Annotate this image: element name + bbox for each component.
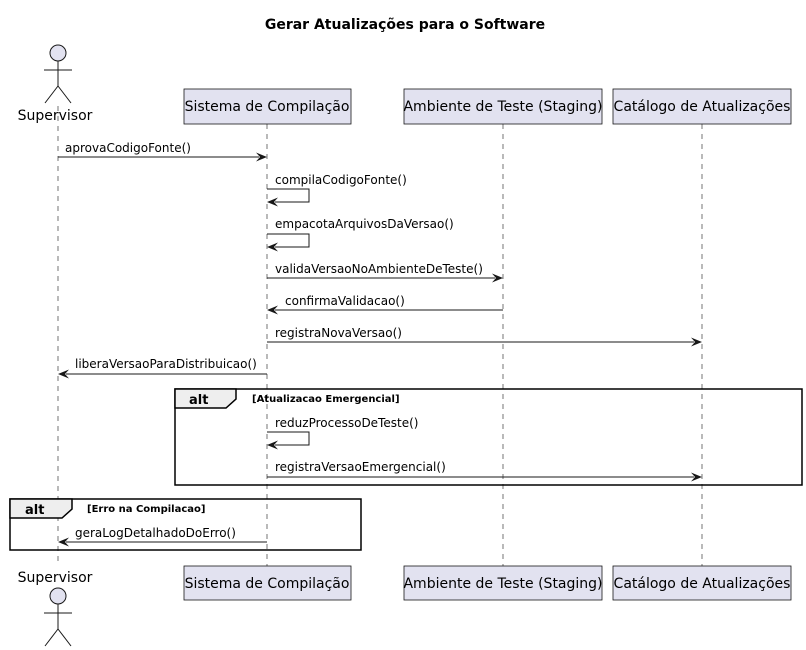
- participant-sistema-compilacao-top: Sistema de Compilação: [183, 88, 352, 125]
- fragment-condition: [Atualizacao Emergencial]: [252, 394, 400, 405]
- message-label: aprovaCodigoFonte(): [65, 141, 191, 155]
- message-empacota-arquivos: empacotaArquivosDaVersao(): [267, 217, 454, 252]
- message-label: registraVersaoEmergencial(): [275, 460, 446, 474]
- arrow-head: [256, 152, 267, 162]
- participant-catalogo-atualizacoes-bottom: Catálogo de Atualizações: [612, 565, 792, 601]
- actor-supervisor-top: Supervisor: [18, 44, 93, 124]
- fragment-alt-atualizacao-emergencial: alt [Atualizacao Emergencial]: [174, 388, 803, 486]
- fragment-tab: [174, 388, 237, 409]
- message-label: liberaVersaoParaDistribuicao(): [75, 357, 257, 371]
- message-compila-codigo-fonte: compilaCodigoFonte(): [267, 173, 407, 207]
- actor-icon: [44, 587, 72, 647]
- fragment-keyword: alt: [189, 393, 208, 408]
- participant-label: Sistema de Compilação: [185, 99, 350, 115]
- arrow-head: [267, 197, 278, 207]
- arrow-head: [58, 369, 69, 379]
- arrow-head: [691, 337, 702, 347]
- arrow-head: [492, 273, 503, 283]
- message-label: compilaCodigoFonte(): [275, 173, 407, 187]
- diagram-title: Gerar Atualizações para o Software: [265, 17, 545, 33]
- message-reduz-processo-teste: reduzProcessoDeTeste(): [267, 416, 418, 450]
- participant-label: Catálogo de Atualizações: [614, 99, 791, 115]
- message-label: empacotaArquivosDaVersao(): [275, 217, 454, 231]
- actor-icon: [44, 44, 72, 104]
- arrow-head: [58, 537, 69, 547]
- participant-ambiente-teste-top: Ambiente de Teste (Staging): [403, 88, 603, 125]
- participant-label: Ambiente de Teste (Staging): [403, 576, 602, 592]
- fragment-tab: [9, 498, 73, 519]
- message-confirma-validacao: confirmaValidacao(): [267, 294, 503, 315]
- message-label: confirmaValidacao(): [285, 294, 405, 308]
- actor-label-top: Supervisor: [18, 108, 93, 124]
- fragment-keyword: alt: [25, 503, 44, 518]
- message-registra-nova-versao: registraNovaVersao(): [267, 326, 702, 347]
- message-label: validaVersaoNoAmbienteDeTeste(): [275, 262, 483, 276]
- arrow-head: [267, 242, 278, 252]
- actor-supervisor-bottom: Supervisor: [18, 570, 93, 647]
- message-registra-versao-emergencial: registraVersaoEmergencial(): [267, 460, 702, 482]
- message-aprova-codigo-fonte: aprovaCodigoFonte(): [58, 141, 267, 162]
- arrow-head: [267, 440, 278, 450]
- fragment-condition: [Erro na Compilacao]: [87, 504, 205, 515]
- message-label: reduzProcessoDeTeste(): [275, 416, 418, 430]
- message-valida-versao: validaVersaoNoAmbienteDeTeste(): [267, 262, 503, 283]
- message-label: geraLogDetalhadoDoErro(): [75, 526, 236, 540]
- participant-label: Ambiente de Teste (Staging): [403, 99, 602, 115]
- message-label: registraNovaVersao(): [275, 326, 402, 340]
- arrow-head: [691, 472, 702, 482]
- participant-label: Sistema de Compilação: [185, 576, 350, 592]
- participant-label: Catálogo de Atualizações: [614, 576, 791, 592]
- participant-catalogo-atualizacoes-top: Catálogo de Atualizações: [612, 88, 792, 125]
- participant-sistema-compilacao-bottom: Sistema de Compilação: [183, 565, 352, 601]
- actor-label-bottom: Supervisor: [18, 570, 93, 586]
- participant-ambiente-teste-bottom: Ambiente de Teste (Staging): [403, 565, 603, 601]
- message-gera-log-erro: geraLogDetalhadoDoErro(): [58, 526, 267, 547]
- fragment-alt-erro-compilacao: alt [Erro na Compilacao]: [9, 498, 362, 551]
- message-libera-versao: liberaVersaoParaDistribuicao(): [58, 357, 267, 379]
- arrow-head: [267, 305, 278, 315]
